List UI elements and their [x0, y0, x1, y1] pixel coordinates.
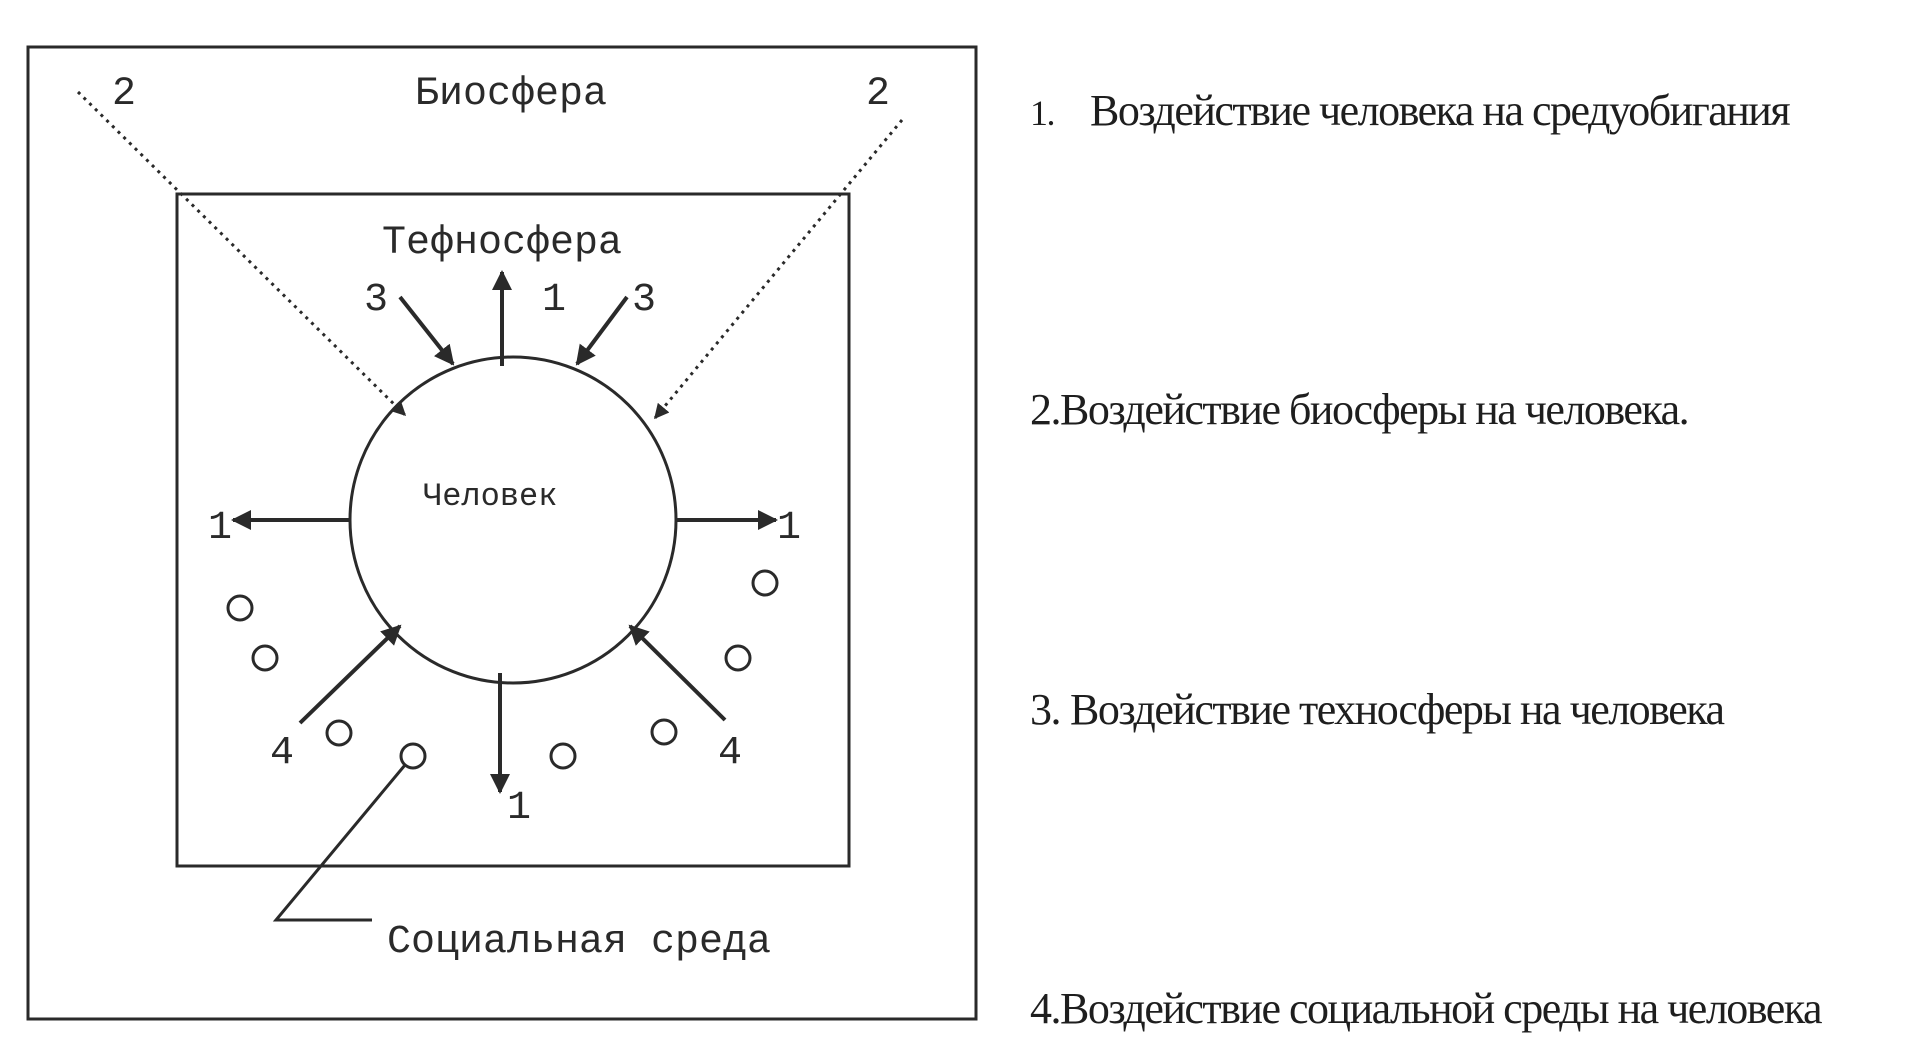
social-circle — [226, 594, 254, 622]
legend-num-2: 2. — [1030, 385, 1062, 434]
label-1-right: 1 — [777, 506, 801, 551]
label-3-left: 3 — [364, 278, 388, 323]
technosphere-arrow-right — [575, 295, 629, 366]
legend-item-4: 4.Воздействие социальной среды на челове… — [1030, 983, 1823, 1034]
legend-text-3: Воздействие техносферы на человека — [1070, 685, 1725, 734]
label-1-bottom: 1 — [507, 786, 531, 831]
legend-text-4: Воздействие социальной среды на человека — [1060, 984, 1823, 1033]
label-4-left: 4 — [270, 731, 294, 776]
biosphere-label: Биосфера — [415, 72, 607, 117]
social-circle — [724, 644, 752, 672]
social-environment-circles — [226, 569, 779, 770]
legend-item-3: 3.Воздействие техносферы на человека — [1030, 684, 1725, 735]
label-2-left: 2 — [112, 72, 136, 117]
legend-num-1: 1. — [1030, 93, 1056, 133]
legend-num-4: 4. — [1030, 984, 1062, 1033]
social-circle — [650, 718, 678, 746]
social-circle — [549, 742, 577, 770]
label-1-top: 1 — [542, 278, 566, 323]
social-circle — [751, 569, 779, 597]
technosphere-arrow-left — [398, 295, 455, 366]
technosphere-frame — [175, 192, 851, 868]
legend-item-1: 1. Воздействие человека на средуобигания — [1030, 85, 1791, 136]
social-leader-line — [272, 764, 407, 922]
biosphere-arrow-left — [76, 90, 407, 417]
biosphere-frame — [26, 45, 978, 1021]
human-label: Человек — [423, 478, 557, 515]
human-circle — [348, 355, 678, 685]
social-circle — [399, 742, 427, 770]
biosphere-arrow-right — [653, 119, 904, 420]
label-2-right: 2 — [866, 72, 890, 117]
social-circle — [325, 719, 353, 747]
social-arrow-left — [298, 624, 402, 725]
legend-text-2: Воздействие биосферы на человека. — [1060, 385, 1690, 434]
label-4-right: 4 — [718, 731, 742, 776]
legend-num-3: 3. — [1030, 685, 1062, 734]
label-1-left: 1 — [208, 506, 232, 551]
social-circle — [251, 644, 279, 672]
legend-text-1: Воздействие человека на средуобигания — [1090, 86, 1791, 135]
technosphere-label: Тефносфера — [382, 221, 622, 266]
social-environment-label: Социальная среда — [387, 920, 771, 965]
legend-item-2: 2.Воздействие биосферы на человека. — [1030, 384, 1690, 435]
label-3-right: 3 — [632, 278, 656, 323]
social-arrow-right — [628, 624, 727, 722]
